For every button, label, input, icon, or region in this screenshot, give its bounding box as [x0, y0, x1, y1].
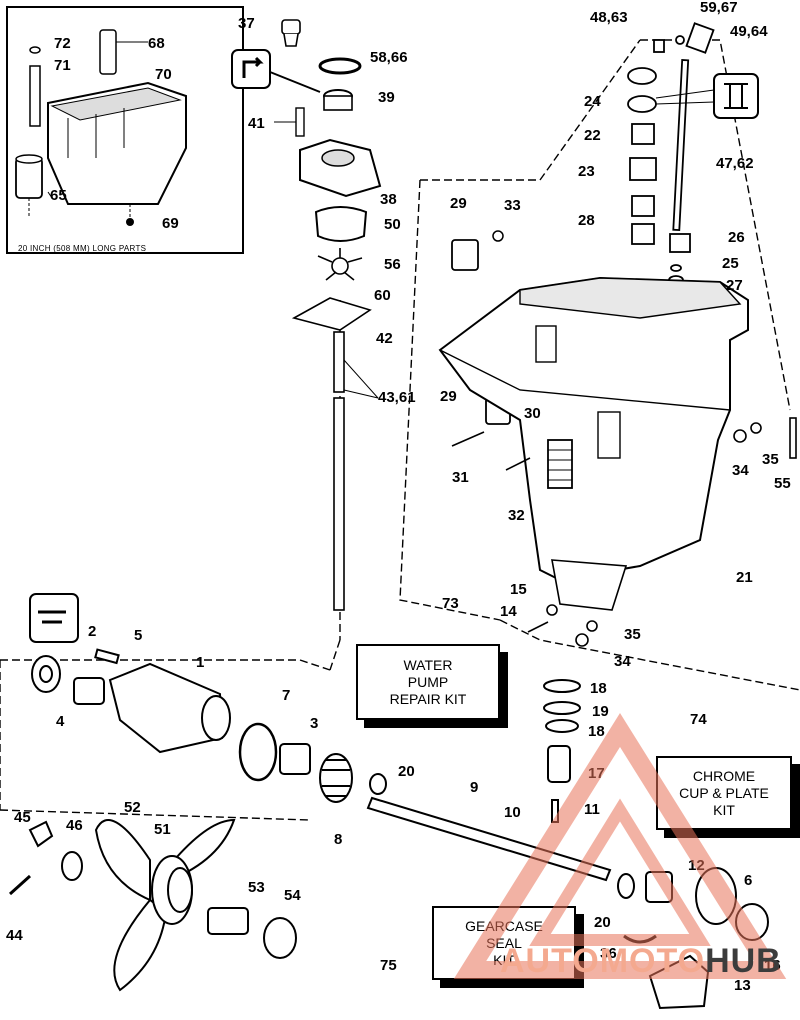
part-label-l25: 25 [722, 255, 739, 272]
part-label-l5: 5 [134, 627, 143, 644]
part-label-l52: 52 [124, 799, 141, 816]
part-label-l34a: 34 [732, 462, 749, 479]
part-label-l6: 6 [744, 872, 753, 889]
part-label-l53: 53 [248, 879, 265, 896]
part-label-l42: 42 [376, 330, 393, 347]
part-label-l35a: 35 [762, 451, 779, 468]
part-label-l21: 21 [736, 569, 753, 586]
part-label-l14: 14 [500, 603, 517, 620]
part-label-l45: 45 [14, 809, 31, 826]
part-label-l54: 54 [284, 887, 301, 904]
part-label-l7: 7 [282, 687, 291, 704]
part-label-l9: 9 [470, 779, 479, 796]
part-label-l37: 37 [238, 15, 255, 32]
part-label-l65: 65 [50, 187, 67, 204]
part-label-l50: 50 [384, 216, 401, 233]
part-label-l20b: 20 [594, 914, 611, 931]
chrome-cup-plate-kit-text: CHROME CUP & PLATE KIT [679, 767, 769, 818]
part-label-l32: 32 [508, 507, 525, 524]
part-label-l31: 31 [452, 469, 469, 486]
part-label-l46: 46 [66, 817, 83, 834]
part-label-l33: 33 [504, 197, 521, 214]
part-label-l68: 68 [148, 35, 165, 52]
part-label-l60: 60 [374, 287, 391, 304]
part-label-l24: 24 [584, 93, 601, 110]
part-label-l72: 72 [54, 35, 71, 52]
part-label-l4762: 47,62 [716, 155, 754, 172]
inset-caption: 20 INCH (508 MM) LONG PARTS [18, 244, 147, 253]
part-label-l34b: 34 [614, 653, 631, 670]
part-label-l39: 39 [378, 89, 395, 106]
part-label-l4: 4 [56, 713, 65, 730]
part-label-l29b: 29 [440, 388, 457, 405]
part-label-l26: 26 [728, 229, 745, 246]
inset-parts-drawing [15, 29, 187, 226]
part-label-l19: 19 [592, 703, 609, 720]
watermark-text-part2: HUB [705, 942, 782, 980]
part-label-l4361: 43,61 [378, 389, 416, 406]
water-pump-repair-kit-box: WATER PUMP REPAIR KIT [356, 644, 500, 720]
part-label-l10: 10 [504, 804, 521, 821]
part-label-l17: 17 [588, 765, 605, 782]
part-label-l13: 13 [734, 977, 751, 994]
part-label-l11: 11 [584, 801, 600, 818]
seal-tool-icon [29, 593, 79, 643]
part-label-l18a: 18 [590, 680, 607, 697]
watermark-text-part1: AUTOMOTO [500, 942, 706, 980]
part-label-l20a: 20 [398, 763, 415, 780]
bearing-icon [713, 73, 759, 119]
part-label-l38: 38 [380, 191, 397, 208]
part-label-l35b: 35 [624, 626, 641, 643]
part-label-l75: 75 [380, 957, 397, 974]
chrome-cup-plate-kit-box: CHROME CUP & PLATE KIT [656, 756, 792, 830]
part-label-l3: 3 [310, 715, 319, 732]
part-label-l15: 15 [510, 581, 527, 598]
water-pump-repair-kit-text: WATER PUMP REPAIR KIT [389, 656, 467, 707]
part-label-l55: 55 [774, 475, 791, 492]
part-label-l18b: 18 [588, 723, 605, 740]
part-label-l44: 44 [6, 927, 23, 944]
part-label-l28: 28 [578, 212, 595, 229]
part-label-l27: 27 [726, 277, 743, 294]
part-label-l22: 22 [584, 127, 601, 144]
pointer-icon [231, 49, 271, 89]
inset-long-parts-box: 20 INCH (508 MM) LONG PARTS [6, 6, 244, 254]
part-label-l41: 41 [248, 115, 265, 132]
part-label-l73: 73 [442, 595, 459, 612]
part-label-l71: 71 [54, 57, 71, 74]
part-label-l1: 1 [196, 654, 205, 671]
watermark-text: AUTOMOTOHUB [500, 942, 782, 981]
part-label-l12: 12 [688, 857, 705, 874]
part-label-l2: 2 [88, 623, 97, 640]
part-label-l23: 23 [578, 163, 595, 180]
part-label-l5866: 58,66 [370, 49, 408, 66]
part-label-l74: 74 [690, 711, 707, 728]
part-label-l29a: 29 [450, 195, 467, 212]
part-label-l5967: 59,67 [700, 0, 738, 16]
part-label-l56: 56 [384, 256, 401, 273]
part-label-l4863: 48,63 [590, 9, 628, 26]
part-label-l4964: 49,64 [730, 23, 768, 40]
part-label-l70: 70 [155, 66, 172, 83]
part-label-l8: 8 [334, 831, 343, 848]
part-label-l69: 69 [162, 215, 179, 232]
part-label-l51: 51 [154, 821, 171, 838]
part-label-l30: 30 [524, 405, 541, 422]
